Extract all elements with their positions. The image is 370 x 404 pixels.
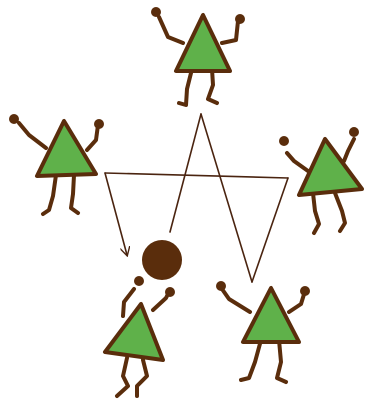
pass-line-4 (105, 173, 288, 178)
player-figure-right (279, 127, 362, 233)
hand-icon (134, 276, 144, 286)
player-figure-bottom-left (105, 276, 175, 396)
hand-icon (94, 119, 104, 129)
hand-icon (300, 286, 310, 296)
triangle-body-icon (105, 304, 163, 360)
hand-icon (235, 14, 245, 24)
pass-line-1 (170, 114, 201, 232)
hand-icon (165, 287, 175, 297)
triangle-body-icon (243, 288, 299, 342)
hand-icon (151, 7, 161, 17)
player-figure-top (151, 7, 245, 105)
player-figure-bottom-right (216, 281, 310, 382)
pass-lines (105, 114, 288, 282)
hand-icon (216, 281, 226, 291)
hand-icon (349, 127, 359, 137)
hand-icon (279, 136, 289, 146)
pass-line-2 (201, 114, 252, 282)
pass-line-5-arrow (105, 173, 127, 255)
player-figure-left (9, 114, 104, 214)
ball-icon (142, 240, 182, 280)
hand-icon (9, 114, 19, 124)
pass-line-3 (252, 178, 288, 282)
triangle-body-icon (299, 139, 362, 195)
